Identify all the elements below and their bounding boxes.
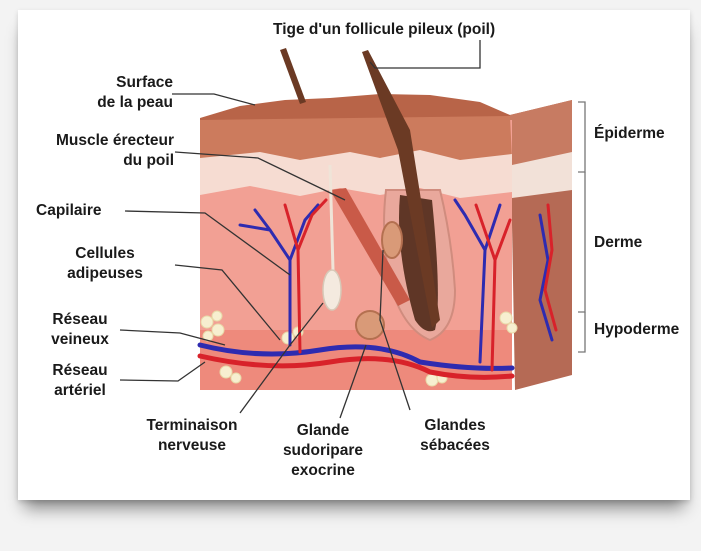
label-hair-shaft: Tige d'un follicule pileux (poil) [273,20,495,40]
label-sebaceous-glands-line2: sébacées [400,436,510,456]
label-fat-cells-line1: Cellules [46,244,164,264]
label-nerve-ending-line1: Terminaison [132,416,252,436]
label-nerve-ending: Terminaison nerveuse [132,416,252,456]
label-sebaceous-glands-line1: Glandes [400,416,510,436]
label-venous-network: Réseau veineux [40,310,120,350]
label-venous-network-line2: veineux [40,330,120,350]
label-skin-surface-line1: Surface [48,73,173,93]
label-hypodermis: Hypoderme [594,320,679,340]
layer-brackets [578,102,585,352]
label-arrector-muscle-line2: du poil [24,151,174,171]
label-dermis: Derme [594,233,642,253]
label-nerve-ending-line2: nerveuse [132,436,252,456]
block-side-face [510,100,572,390]
hair-small [280,48,306,104]
label-skin-surface-line2: de la peau [48,93,173,113]
label-sweat-gland-line1: Glande [268,421,378,441]
label-skin-surface: Surface de la peau [48,73,173,113]
label-fat-cells-line2: adipeuses [46,264,164,284]
label-fat-cells: Cellules adipeuses [46,244,164,284]
label-arterial-network: Réseau artériel [40,361,120,401]
label-arterial-network-line1: Réseau [40,361,120,381]
label-sweat-gland-line3: exocrine [268,461,378,481]
label-arterial-network-line2: artériel [40,381,120,401]
label-arrector-muscle: Muscle érecteur du poil [24,131,174,171]
label-arrector-muscle-line1: Muscle érecteur [24,131,174,151]
label-venous-network-line1: Réseau [40,310,120,330]
label-sweat-gland: Glande sudoripare exocrine [268,421,378,481]
label-sebaceous-glands: Glandes sébacées [400,416,510,456]
label-sweat-gland-line2: sudoripare [268,441,378,461]
label-epidermis: Épiderme [594,124,665,144]
label-capillary: Capilaire [36,201,101,221]
